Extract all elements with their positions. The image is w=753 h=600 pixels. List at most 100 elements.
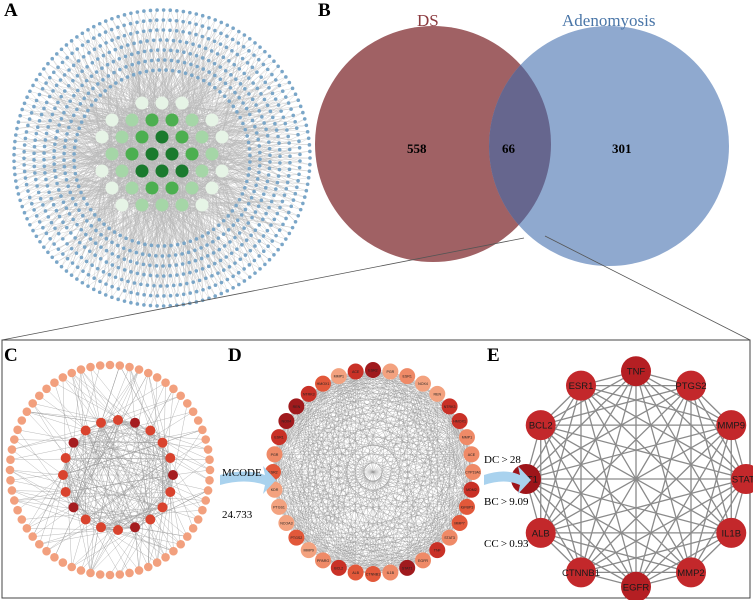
target-node: [34, 77, 39, 82]
target-node: [116, 297, 120, 302]
target-node: [132, 41, 136, 46]
target-node: [237, 29, 241, 34]
target-node: [50, 112, 55, 117]
mcode-node-label: ESR2: [368, 369, 377, 373]
target-node: [160, 254, 165, 258]
target-node: [109, 27, 114, 32]
target-node: [176, 59, 180, 64]
target-node: [195, 64, 199, 69]
ppi-network: [5, 360, 215, 580]
mcode-node-label: ALB: [352, 571, 359, 575]
mcode-node-label: NOX4: [418, 382, 428, 386]
compound-node: [115, 130, 129, 144]
target-node: [200, 24, 205, 28]
target-node: [56, 65, 60, 70]
target-node: [182, 241, 186, 245]
ppi-outer-node: [161, 553, 170, 562]
target-node: [77, 208, 81, 213]
target-node: [268, 109, 273, 114]
target-node: [235, 52, 240, 57]
compound-node: [125, 147, 139, 161]
target-node: [33, 138, 38, 142]
target-node: [62, 145, 67, 149]
target-node: [253, 124, 257, 129]
ppi-outer-node: [188, 407, 198, 416]
target-node: [62, 73, 67, 77]
ppi-outer-node: [193, 416, 203, 425]
target-node: [36, 190, 41, 195]
target-node: [26, 123, 30, 128]
target-node: [308, 156, 312, 160]
target-node: [136, 61, 141, 65]
target-node: [253, 228, 258, 233]
target-node: [189, 73, 194, 77]
target-node: [83, 232, 88, 237]
hub-gene-label: PTGS2: [675, 381, 706, 392]
target-node: [261, 217, 265, 222]
target-node: [118, 67, 122, 72]
target-node: [180, 262, 185, 266]
mcode-node: [465, 464, 481, 480]
compound-node: [195, 198, 209, 212]
target-node: [264, 211, 268, 216]
target-node: [38, 239, 42, 244]
target-node: [281, 222, 285, 227]
target-node: [91, 287, 96, 292]
target-node: [247, 92, 251, 96]
target-node: [75, 35, 79, 39]
target-node: [188, 239, 193, 244]
target-node: [168, 293, 173, 298]
ppi-outer-node: [183, 399, 192, 408]
ppi-inner-node: [157, 502, 168, 513]
mcode-node-label: PTGS1: [273, 505, 285, 509]
target-node: [77, 126, 81, 131]
hub-gene-node-ptgs2: [676, 370, 706, 401]
target-node: [34, 234, 39, 239]
target-node: [304, 188, 309, 193]
target-node: [296, 213, 301, 218]
venn-diagram: [315, 26, 729, 266]
target-node: [51, 202, 56, 207]
target-node: [84, 259, 89, 264]
target-node: [93, 213, 97, 217]
target-node: [101, 270, 106, 274]
target-node: [209, 49, 214, 53]
target-node: [253, 271, 257, 275]
target-node: [103, 30, 108, 34]
target-node: [241, 121, 245, 126]
target-node: [155, 274, 159, 278]
mcode-node: [278, 413, 295, 429]
target-node: [284, 95, 288, 99]
target-node: [231, 274, 235, 279]
target-node: [193, 258, 198, 263]
target-node: [89, 103, 94, 107]
target-node: [297, 172, 301, 177]
target-node: [73, 171, 78, 176]
target-node: [218, 258, 223, 263]
target-node: [69, 231, 73, 235]
target-node: [227, 99, 231, 103]
target-node: [66, 83, 71, 88]
target-node: [238, 82, 243, 86]
target-node: [277, 141, 281, 145]
target-node: [70, 196, 75, 201]
target-node: [213, 294, 217, 298]
target-node: [116, 35, 120, 40]
target-node: [175, 242, 180, 247]
target-node: [258, 45, 262, 49]
target-node: [148, 18, 152, 23]
target-node: [257, 57, 261, 62]
target-node: [256, 137, 261, 142]
mcode-node: [278, 515, 295, 531]
target-node: [233, 90, 237, 95]
ppi-outer-node: [205, 455, 214, 465]
filter-caption-cc: CC > 0.93: [484, 538, 529, 550]
target-node: [225, 277, 230, 282]
target-node: [107, 226, 111, 231]
target-node: [237, 67, 242, 71]
target-node: [286, 101, 291, 105]
ppi-outer-node: [7, 486, 17, 495]
hub-gene-label: TNF: [627, 367, 646, 378]
mcode-node: [365, 566, 381, 582]
target-node: [281, 115, 286, 120]
